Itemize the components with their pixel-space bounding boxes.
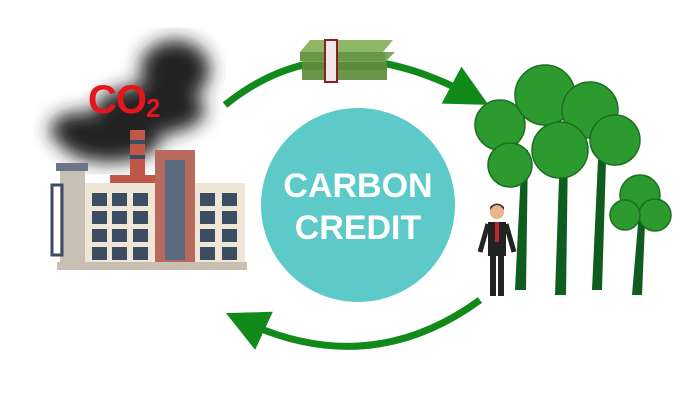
co2-subscript: 2 (146, 93, 161, 123)
arrow-bottom (225, 297, 483, 350)
co2-text: CO (88, 78, 147, 122)
carbon-credit-circle (261, 108, 455, 302)
smoke-cloud (50, 40, 210, 162)
title-line-1: CARBON (283, 167, 433, 205)
money-stack-icon (300, 39, 395, 83)
businessman-icon (477, 203, 517, 296)
carbon-credit-title: CARBON CREDIT (261, 165, 455, 249)
factory-icon (50, 130, 247, 270)
title-line-2: CREDIT (294, 209, 422, 247)
co2-label: CO2 (88, 78, 161, 124)
trees-icon (474, 64, 672, 295)
